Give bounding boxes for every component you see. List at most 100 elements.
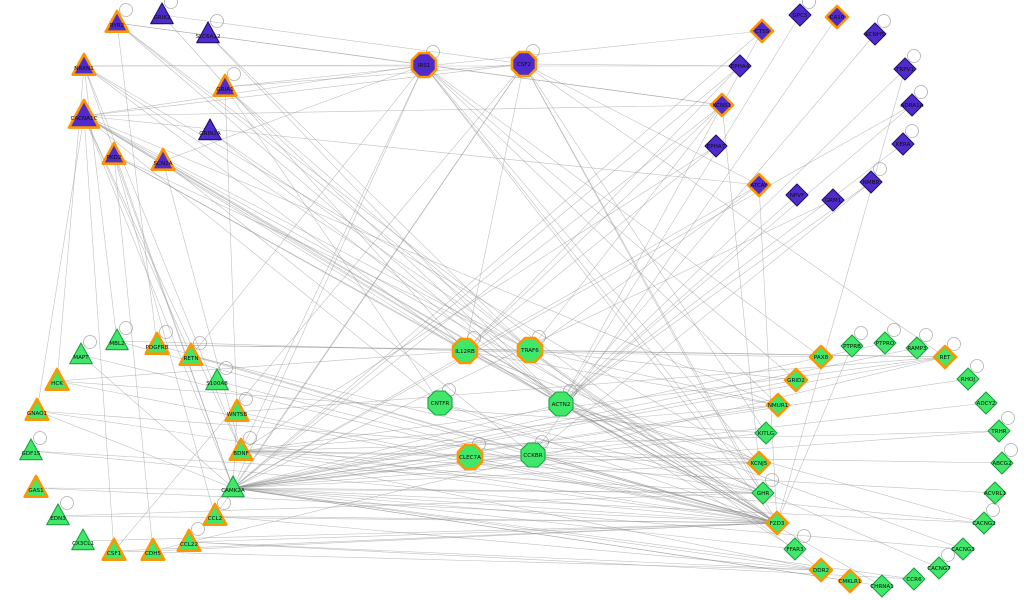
node-KERA[interactable]: KERA — [891, 132, 915, 156]
node-KCNH5[interactable]: KCNH5 — [863, 22, 887, 46]
node-PTPRO[interactable]: PTPRO — [873, 331, 897, 355]
node-PKD2[interactable]: PKD2 — [101, 141, 127, 165]
diamond-shape — [824, 4, 850, 30]
node-NRXN1[interactable]: NRXN1 — [71, 52, 97, 76]
node-CCKBR[interactable]: CCKBR — [520, 442, 546, 468]
edge-GAS1-FZD3 — [35, 487, 778, 524]
node-ABCG2[interactable]: ABCG2 — [990, 451, 1014, 475]
node-CHRNA1[interactable]: CHRNA1 — [870, 574, 894, 598]
edge-CAMK2A-DDR2 — [232, 487, 822, 571]
self-loop-GRIK2 — [164, 0, 178, 9]
node-RHOJ[interactable]: RHOJ — [956, 367, 980, 391]
edge-CSF2-EPHA4 — [523, 63, 741, 67]
node-ADRA1A[interactable]: ADRA1A — [900, 93, 924, 117]
edge-KCNS1-IL12RB — [464, 104, 723, 352]
node-CSF2[interactable]: CSF2 — [510, 50, 538, 78]
node-GRIK2[interactable]: GRIK2 — [150, 2, 174, 25]
node-GRIA1[interactable]: GRIA1 — [212, 73, 238, 97]
edge-GRIA1-CNTFR — [224, 86, 441, 404]
triangle-shape — [150, 147, 176, 171]
edge-CDH5-RET — [152, 356, 946, 552]
node-CACNA1C[interactable]: CACNA1C — [67, 98, 101, 129]
node-NPVF[interactable]: NPVF — [785, 183, 809, 207]
self-loop-RETN — [193, 336, 207, 350]
node-CCL2[interactable]: CCL2 — [202, 502, 228, 526]
edge-CACNA1C-NMUR1 — [83, 115, 779, 406]
node-KITLG[interactable]: KITLG — [754, 421, 778, 445]
node-PAX8[interactable]: PAX8 — [808, 344, 834, 370]
node-CNTFR[interactable]: CNTFR — [427, 390, 453, 416]
node-WNT5B[interactable]: WNT5B — [224, 398, 250, 422]
octagon-shape — [456, 443, 484, 471]
node-GAS1[interactable]: GAS1 — [23, 474, 49, 498]
node-PDGFRB[interactable]: PDGFRB — [144, 331, 170, 355]
edge-GRIK2-CSF2 — [161, 14, 525, 65]
edge-RYR2-ACTN2 — [116, 22, 562, 405]
edge-CAMK2A-RAMP3 — [232, 347, 918, 489]
self-loop-BDNF — [243, 431, 257, 445]
self-loop-CCL22 — [191, 522, 205, 536]
node-CA10[interactable]: CA10 — [824, 4, 850, 30]
node-HCK[interactable]: HCK — [44, 367, 70, 391]
edge-GRIA1-TRAF6 — [224, 86, 531, 351]
node-IL12RB[interactable]: IL12RB — [451, 337, 479, 365]
node-CTSS[interactable]: CTSS — [749, 18, 775, 44]
node-RAMP3[interactable]: RAMP3 — [905, 336, 929, 360]
node-ACTN2[interactable]: ACTN2 — [548, 391, 574, 417]
edge-SLC6A12-TRAF6 — [207, 33, 531, 351]
edge-KCNH5-ACTN2 — [560, 33, 876, 405]
node-CACNG7[interactable]: CACNG7 — [927, 556, 951, 580]
node-CACNG2[interactable]: CACNG2 — [972, 511, 996, 535]
node-ADCY2[interactable]: ADCY2 — [974, 391, 998, 415]
edge-CAMK2A-NMUR1 — [232, 404, 779, 489]
triangle-shape — [44, 367, 70, 391]
node-EPHA7[interactable]: EPHA7 — [704, 134, 728, 158]
node-KCNJ5[interactable]: KCNJ5 — [746, 450, 772, 476]
node-BDNF[interactable]: BDNF — [228, 437, 254, 461]
node-CACNG3[interactable]: CACNG3 — [951, 537, 975, 561]
node-ATCAY[interactable]: ATCAY — [746, 172, 772, 198]
diamond-shape — [859, 170, 883, 194]
node-GNAO1[interactable]: GNAO1 — [24, 397, 50, 421]
edge-BDNF-KCNJ5 — [240, 450, 760, 464]
node-CCR6[interactable]: CCR6 — [902, 567, 926, 591]
node-GRM1[interactable]: GRM1 — [821, 188, 845, 212]
edge-CAMK2A-GRID2 — [232, 379, 797, 489]
diamond-shape — [808, 344, 834, 370]
node-CX3CL1[interactable]: CX3CL1 — [71, 528, 95, 551]
node-CSF1[interactable]: CSF1 — [101, 537, 127, 561]
edge-BDNF-ABCG2 — [240, 450, 1003, 464]
diamond-shape — [902, 567, 926, 591]
triangle-shape — [104, 9, 130, 33]
node-GPC5[interactable]: GPC5 — [788, 3, 812, 27]
triangle-shape — [178, 342, 204, 366]
node-GRID2[interactable]: GRID2 — [783, 367, 809, 393]
node-SLC6A12[interactable]: SLC6A12 — [195, 21, 221, 44]
node-TRHR[interactable]: TRHR — [987, 419, 1011, 443]
node-MBL2[interactable]: MBL2 — [105, 328, 129, 351]
node-TRAF6[interactable]: TRAF6 — [516, 336, 544, 364]
self-loop-ABCG2 — [1004, 443, 1018, 457]
edge-CCL22-FZD3 — [188, 522, 778, 543]
node-CMKLR1[interactable]: CMKLR1 — [837, 568, 863, 594]
diamond-shape — [728, 54, 752, 78]
edge-CCKBR-GHR — [532, 454, 764, 494]
node-MAPT[interactable]: MAPT — [69, 342, 93, 365]
edge-PKD2-FZD3 — [113, 154, 778, 524]
self-loop-GPC5 — [802, 0, 816, 9]
triangle-shape — [24, 397, 50, 421]
node-RET[interactable]: RET — [932, 344, 958, 370]
edge-IRS1-KCNS1 — [423, 64, 723, 106]
node-RYR2[interactable]: RYR2 — [104, 9, 130, 33]
node-GDF15[interactable]: GDF15 — [19, 438, 43, 461]
node-CLEC7A[interactable]: CLEC7A — [456, 443, 484, 471]
node-ACVRL1[interactable]: ACVRL1 — [983, 481, 1007, 505]
node-IRS1[interactable]: IRS1 — [410, 51, 438, 79]
node-GRIN2A[interactable]: GRIN2A — [198, 118, 222, 141]
triangle-shape — [46, 503, 70, 526]
node-PTPRB[interactable]: PTPRB — [840, 334, 864, 358]
node-EDN3[interactable]: EDN3 — [46, 503, 70, 526]
edge-CAMK2A-CACNG3 — [232, 487, 964, 550]
edge-IRS1-GHR — [423, 64, 764, 494]
